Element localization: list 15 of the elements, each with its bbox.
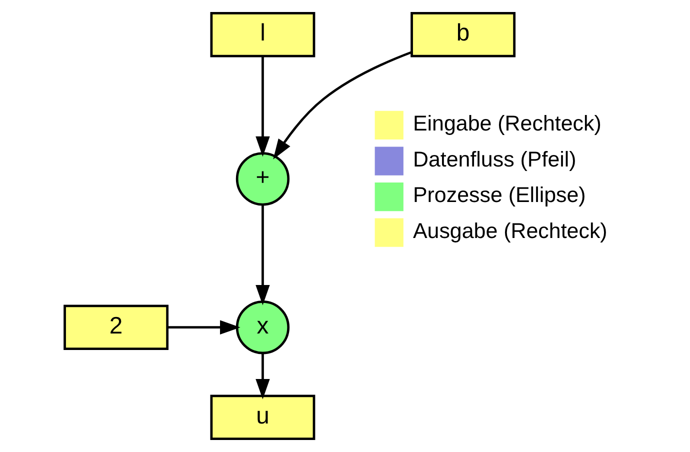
arrow <box>168 320 240 334</box>
legend-label: Prozesse (Ellipse) <box>412 183 586 208</box>
node-circle: + <box>236 152 290 206</box>
legend-label: Datenfluss (Pfeil) <box>412 147 576 172</box>
arrow <box>273 51 412 160</box>
arrow <box>256 353 270 400</box>
arrow <box>256 204 270 306</box>
node-circle: x <box>236 300 290 354</box>
node-box: l <box>210 12 316 58</box>
legend-label: Ausgabe (Rechteck) <box>412 218 608 243</box>
node-box: b <box>410 12 516 58</box>
arrow <box>256 56 270 157</box>
legend-label: Eingabe (Rechteck) <box>412 111 602 136</box>
node-box: 2 <box>64 304 169 350</box>
node-box: u <box>210 394 316 440</box>
